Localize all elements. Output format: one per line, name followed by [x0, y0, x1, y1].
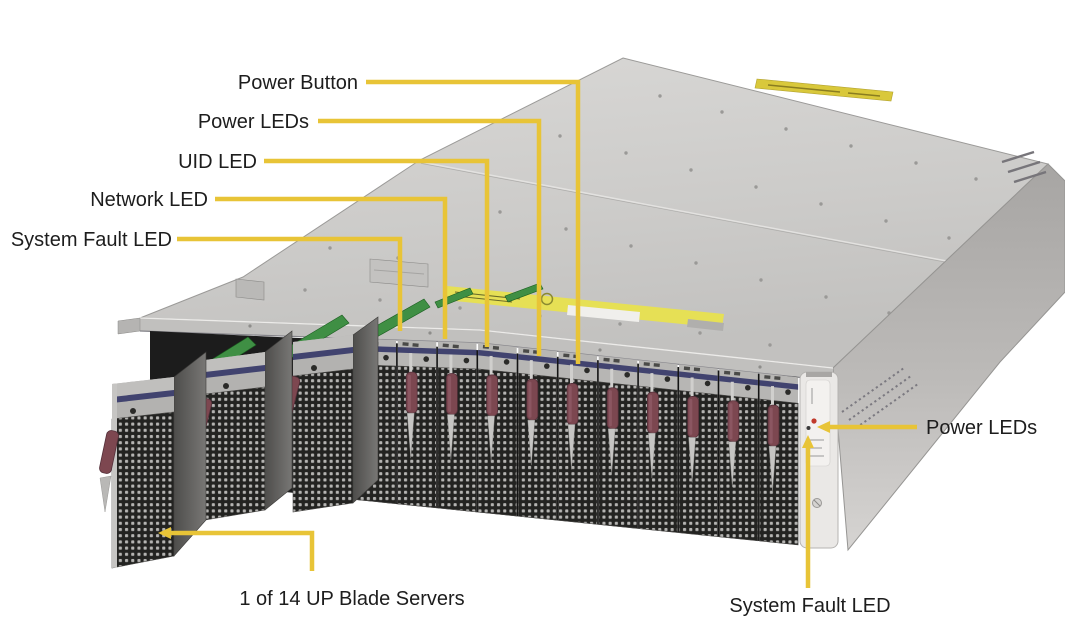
blade-id-stripe [112, 390, 174, 403]
blade-id-stripe [397, 347, 437, 354]
blade-server-14 [759, 373, 799, 546]
blade-latch-handle [647, 391, 659, 434]
callout-arrowheads [158, 421, 830, 539]
blade-id-stripe [598, 362, 638, 373]
blade-latch-handle [526, 378, 539, 421]
blade-latch-handle [767, 404, 780, 447]
label-power-leds-left: Power LEDs [198, 111, 309, 133]
callout-line-power-button [366, 79, 581, 364]
top-face-seam [420, 161, 953, 263]
blade-id-stripe [719, 375, 758, 386]
blade-server-11 [638, 360, 678, 533]
label-network-led: Network LED [90, 189, 208, 211]
rear-label-sticker [754, 78, 894, 102]
blade-id-stripe [478, 349, 517, 360]
callout-lines [170, 79, 917, 588]
power-led-icon [811, 418, 817, 424]
right-control-ear [799, 371, 839, 549]
label-uid-led: UID LED [178, 151, 257, 173]
blade-latch-handle [566, 383, 579, 425]
callout-line-uid-led [264, 158, 490, 347]
blade-latch-handle [687, 396, 699, 438]
arrow-power-leds-right-icon [817, 421, 830, 433]
label-system-fault-led-bottom: System Fault LED [729, 595, 890, 617]
ear-top-cap [806, 372, 832, 377]
blade-server-10 [598, 355, 638, 529]
arrow-blade-servers-icon [158, 527, 171, 539]
blade-latch-handle [405, 371, 418, 414]
blade-server-13 [718, 368, 759, 542]
sticker-stamp-icon [540, 292, 554, 306]
callout-line-power-leds-left [318, 118, 542, 356]
inserted-blade-row [357, 338, 799, 546]
left-rail-tip [117, 317, 141, 335]
top-face-seam-shadow [420, 163, 953, 264]
blade-id-stripe [638, 367, 678, 377]
side-vents [1001, 150, 1047, 184]
blade-id-stripe [518, 354, 557, 364]
label-power-leds-right: Power LEDs [926, 417, 1037, 439]
blade-latch-handle [486, 374, 499, 417]
blade-server-6 [437, 341, 477, 513]
callout-line-system-fault-led-left [177, 236, 403, 331]
label-system-fault-led-left: System Fault LED [11, 229, 172, 251]
callout-labels: Power Button Power LEDs UID LED Network … [11, 72, 1037, 617]
blade-latch-handle [99, 430, 119, 474]
label-power-button: Power Button [238, 72, 358, 94]
callout-line-blade-servers [170, 530, 315, 571]
blade-id-stripe [437, 348, 477, 356]
blade-latch-handle [606, 387, 619, 430]
blade-server-9 [558, 351, 598, 525]
label-blade-servers: 1 of 14 UP Blade Servers [239, 588, 464, 610]
blade-latch-handle [445, 373, 458, 415]
chassis-side-face [833, 164, 1065, 550]
blade-server-pulled-2 [191, 330, 293, 521]
blade-server-7 [477, 342, 518, 517]
blade-server-12 [678, 364, 719, 537]
chassis-side-face-outline [832, 163, 1065, 552]
fault-led-icon [806, 426, 811, 430]
arrow-system-fault-bottom-icon [802, 435, 814, 448]
blade-latch-handle [727, 400, 740, 443]
chassis [99, 57, 1065, 569]
blade-id-stripe [205, 365, 265, 378]
blade-server-5 [397, 340, 437, 509]
callout-line-network-led [215, 196, 448, 339]
blade-server-8 [517, 347, 558, 521]
side-perforations [841, 367, 919, 429]
blade-server-pulled-1 [99, 351, 207, 569]
blade-id-stripe [293, 347, 353, 360]
blade-server-pulled-3 [279, 316, 379, 513]
blade-id-stripe [759, 380, 799, 390]
blade-id-stripe [679, 371, 718, 382]
